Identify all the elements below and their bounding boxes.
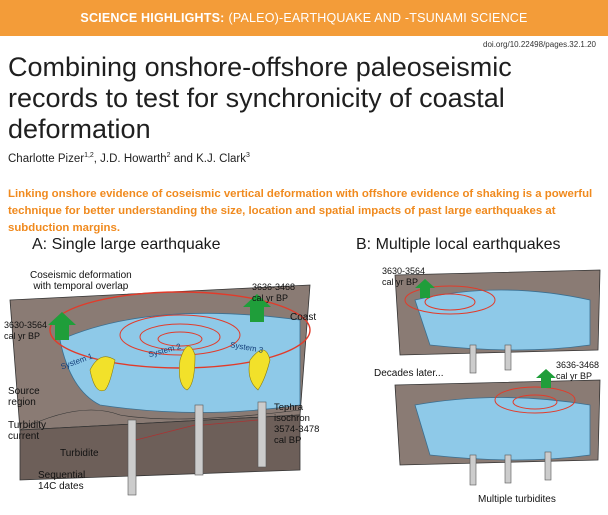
label-decades-later: Decades later... xyxy=(374,368,444,379)
label-b-date-bottom: 3636-3468 cal yr BP xyxy=(556,360,600,381)
panel-a-block xyxy=(9,284,311,496)
label-left-date: 3630-3564 cal yr BP xyxy=(4,320,48,341)
author-list: Charlotte Pizer1,2, J.D. Howarth2 and K.… xyxy=(8,152,250,165)
doi-link[interactable]: doi.org/10.22498/pages.32.1.20 xyxy=(483,40,596,49)
article-title: Combining onshore-offshore paleoseismic … xyxy=(8,52,512,144)
panel-b-bottom-block xyxy=(394,369,601,486)
label-right-date: 3636-3468 cal yr BP xyxy=(252,282,296,303)
panel-b-title: B: Multiple local earthquakes xyxy=(356,236,561,253)
label-sequential-dates: Sequential 14C dates xyxy=(38,470,86,492)
label-source-region: Source region xyxy=(8,386,40,408)
banner-topic: (PALEO)-EARTHQUAKE AND -TSUNAMI SCIENCE xyxy=(228,11,528,25)
section-banner: SCIENCE HIGHLIGHTS: (PALEO)-EARTHQUAKE A… xyxy=(0,0,608,36)
label-tephra: Tephra isochron 3574-3478 cal BP xyxy=(274,402,320,446)
label-turbidite: Turbidite xyxy=(60,448,99,459)
label-turbidity-current: Turbidity current xyxy=(8,420,46,442)
label-coseismic: Coseismic deformation with temporal over… xyxy=(30,270,132,292)
figure-diagram xyxy=(9,269,601,496)
panel-b-top-block xyxy=(394,269,601,374)
panel-a-title: A: Single large earthquake xyxy=(32,236,221,253)
label-multiple-turbidites: Multiple turbidites xyxy=(478,494,556,505)
label-coast: Coast xyxy=(290,312,317,323)
abstract-lead: Linking onshore evidence of coseismic ve… xyxy=(8,188,593,234)
banner-bold: SCIENCE HIGHLIGHTS: xyxy=(80,11,225,25)
label-b-date-top: 3630-3564 cal yr BP xyxy=(382,266,426,287)
